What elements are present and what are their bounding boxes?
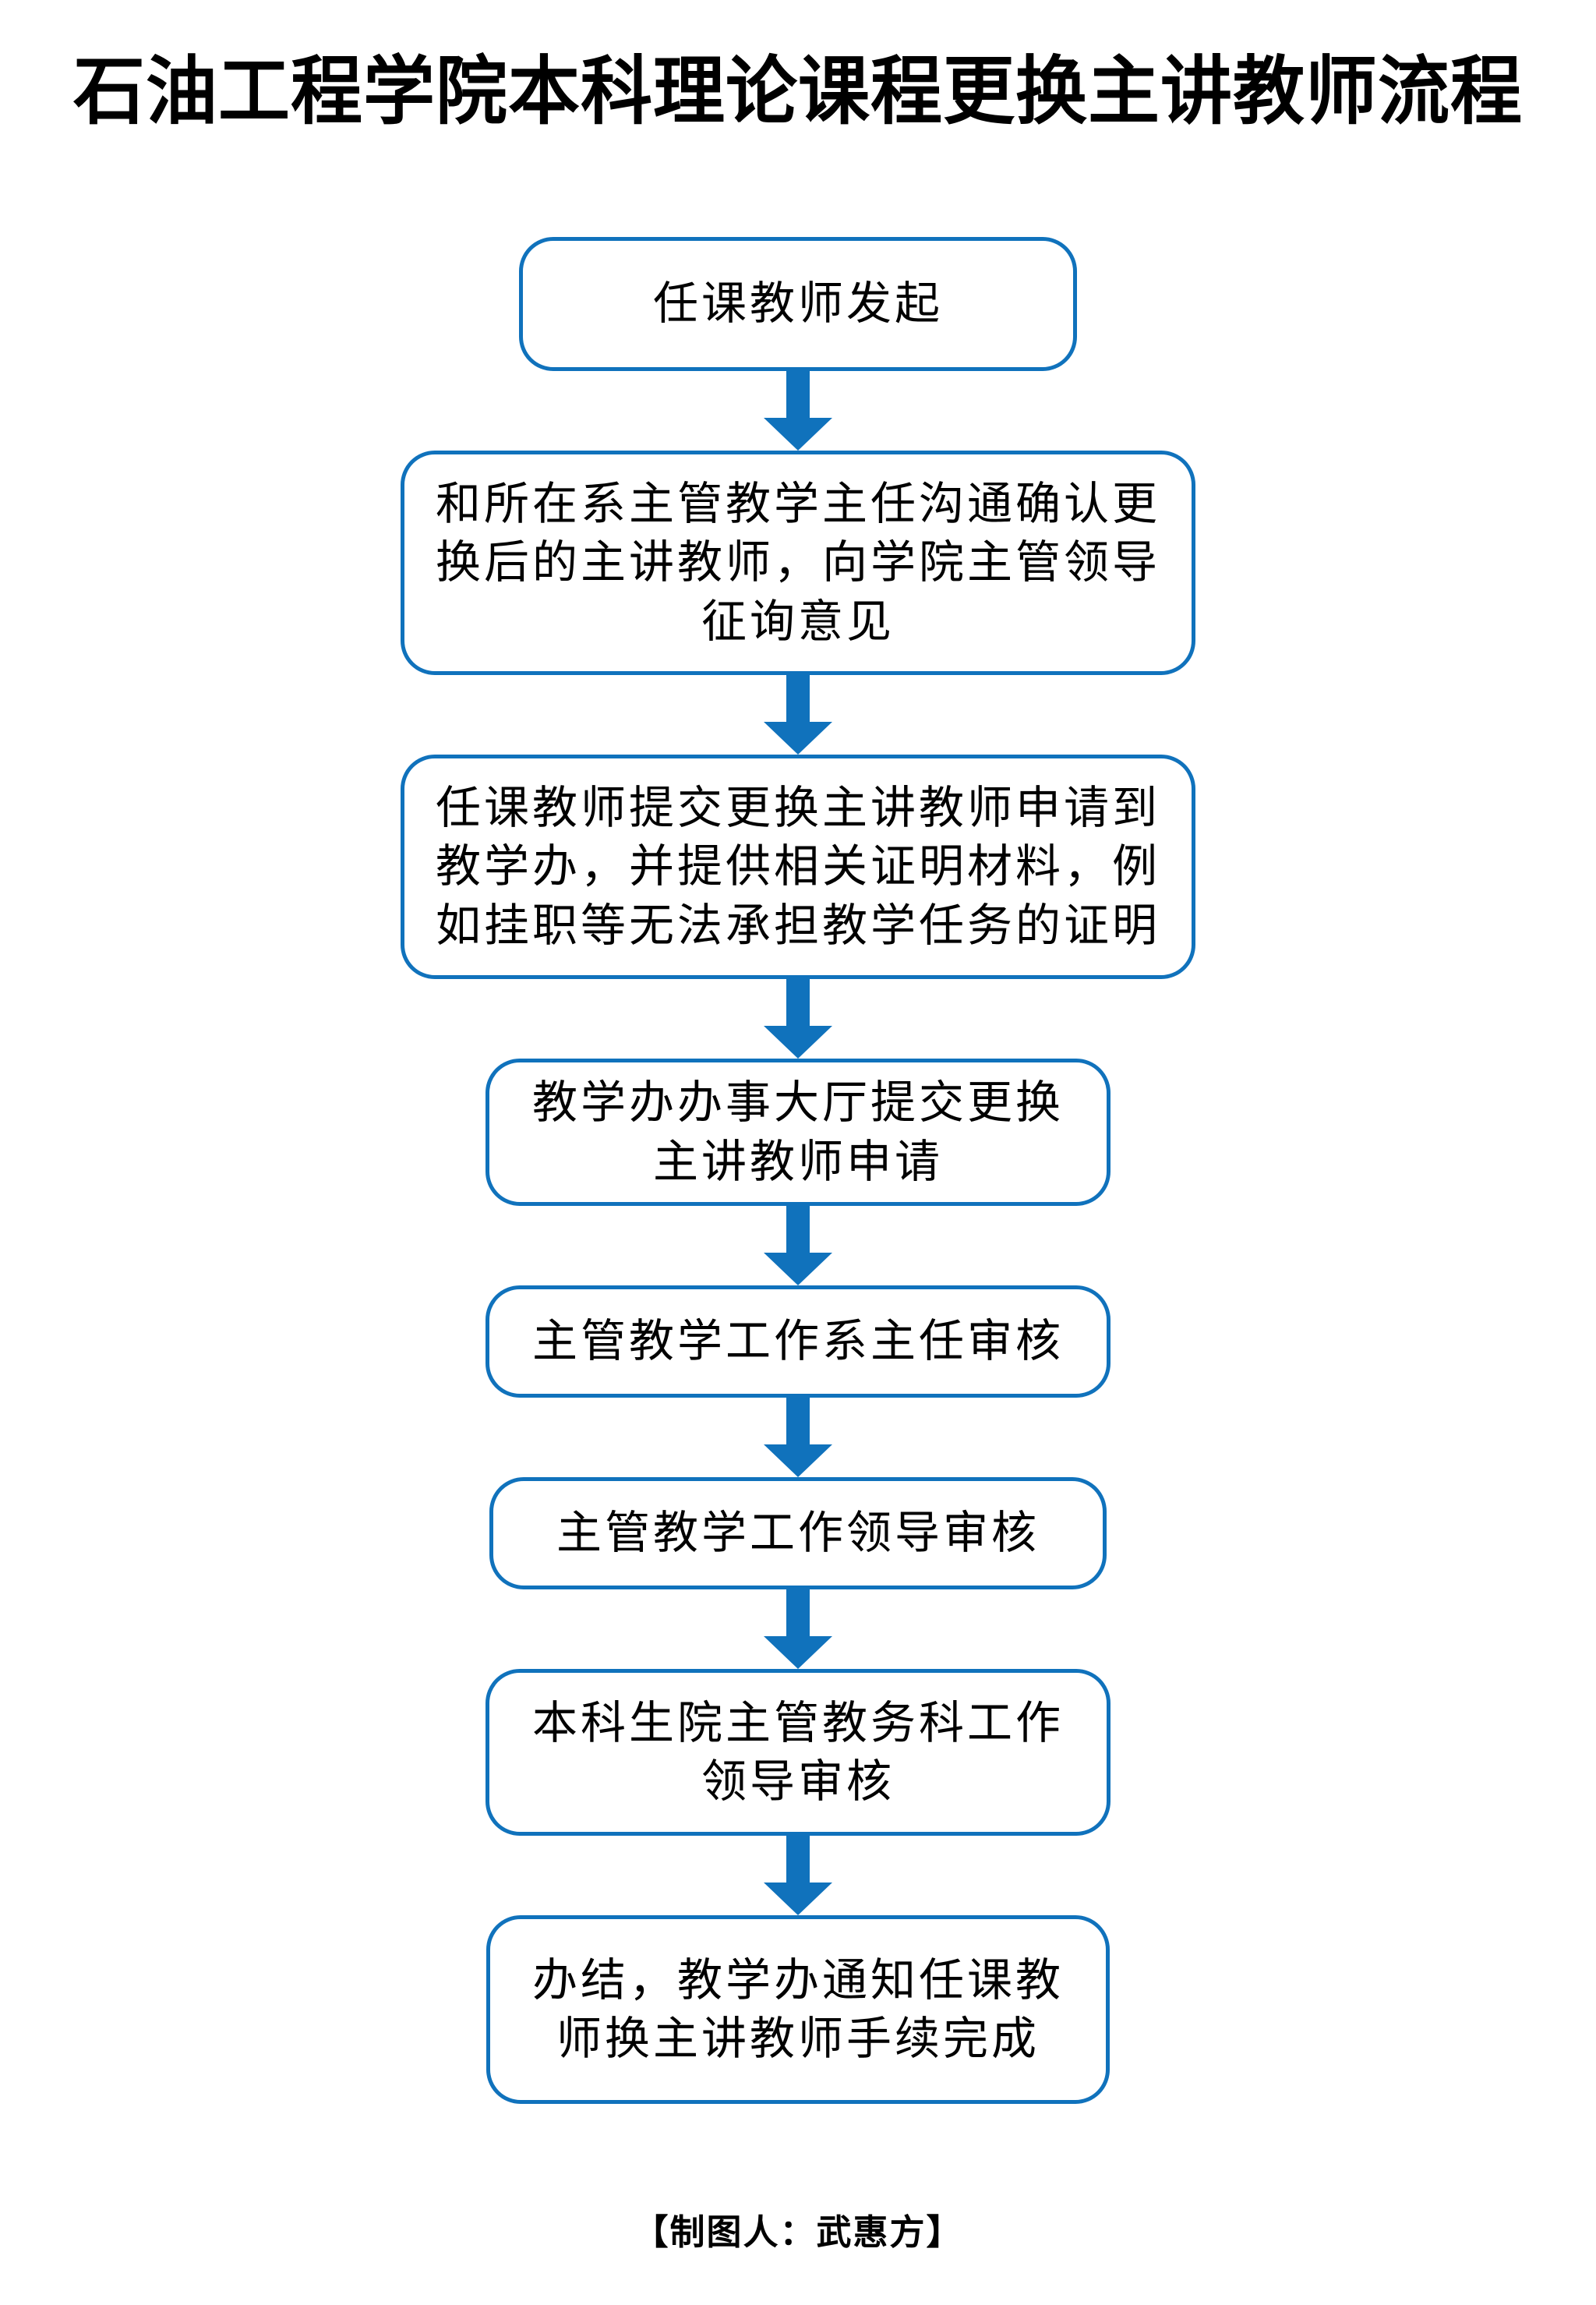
- flow-step: 办结，教学办通知任课教 师换主讲教师手续完成: [486, 1914, 1110, 2104]
- arrow-head: [764, 1252, 832, 1285]
- down-arrow-icon: [764, 1835, 832, 1915]
- arrow-stem: [786, 1835, 810, 1883]
- flow-step-label: 本科生院主管教务科工作 领导审核: [531, 1697, 1064, 1807]
- flow-step-label: 主管教学工作领导审核: [556, 1508, 1040, 1559]
- down-arrow-icon: [764, 1205, 832, 1285]
- page-title: 石油工程学院本科理论课程更换主讲教师流程: [72, 50, 1523, 134]
- down-arrow-icon: [764, 1589, 832, 1669]
- arrow-head: [764, 721, 832, 755]
- flow-step: 任课教师提交更换主讲教师申请到 教学办，并提供相关证明材料，例 如挂职等无法承担…: [401, 754, 1195, 1059]
- flow-step-box: 主管教学工作领导审核: [489, 1476, 1107, 1589]
- flow-step-box: 本科生院主管教务科工作 领导审核: [486, 1668, 1110, 1836]
- arrow-head: [764, 417, 832, 451]
- flow-step-label: 任课教师发起: [652, 278, 943, 330]
- flow-step-label: 任课教师提交更换主讲教师申请到 教学办，并提供相关证明材料，例 如挂职等无法承担…: [435, 782, 1160, 951]
- flow-step-label: 主管教学工作系主任审核: [531, 1316, 1064, 1367]
- flow-step-label: 办结，教学办通知任课教 师换主讲教师手续完成: [531, 1954, 1064, 2064]
- arrow-stem: [786, 1589, 810, 1636]
- down-arrow-icon: [764, 1397, 832, 1477]
- author-caption: 【制图人：武惠方】: [633, 2211, 963, 2252]
- arrow-stem: [786, 1205, 810, 1253]
- flow-step-label: 和所在系主管教学主任沟通确认更 换后的主讲教师，向学院主管领导 征询意见: [435, 478, 1160, 647]
- flow-step: 和所在系主管教学主任沟通确认更 换后的主讲教师，向学院主管领导 征询意见: [401, 450, 1195, 755]
- arrow-head: [764, 1444, 832, 1477]
- arrow-stem: [786, 979, 810, 1027]
- arrow-head: [764, 1026, 832, 1059]
- flow-step-label: 教学办办事大厅提交更换 主讲教师申请: [531, 1077, 1064, 1187]
- flow-step: 主管教学工作领导审核: [489, 1476, 1107, 1669]
- down-arrow-icon: [764, 979, 832, 1059]
- flow-step: 任课教师发起: [519, 236, 1077, 451]
- flow-step-box: 主管教学工作系主任审核: [486, 1285, 1110, 1398]
- arrow-stem: [786, 370, 810, 418]
- flow-step-box: 任课教师提交更换主讲教师申请到 教学办，并提供相关证明材料，例 如挂职等无法承担…: [401, 754, 1195, 980]
- flow-step: 教学办办事大厅提交更换 主讲教师申请: [486, 1059, 1110, 1285]
- flow-step-box: 任课教师发起: [519, 236, 1077, 371]
- arrow-stem: [786, 674, 810, 722]
- flow-step-box: 办结，教学办通知任课教 师换主讲教师手续完成: [486, 1914, 1110, 2104]
- flowchart: 任课教师发起 和所在系主管教学主任沟通确认更 换后的主讲教师，向学院主管领导 征…: [401, 236, 1195, 2104]
- arrow-head: [764, 1635, 832, 1669]
- flow-step: 主管教学工作系主任审核: [486, 1285, 1110, 1477]
- down-arrow-icon: [764, 370, 832, 451]
- flow-step-box: 和所在系主管教学主任沟通确认更 换后的主讲教师，向学院主管领导 征询意见: [401, 450, 1195, 675]
- arrow-head: [764, 1882, 832, 1915]
- flow-step: 本科生院主管教务科工作 领导审核: [486, 1668, 1110, 1915]
- arrow-stem: [786, 1397, 810, 1444]
- down-arrow-icon: [764, 674, 832, 755]
- flow-step-box: 教学办办事大厅提交更换 主讲教师申请: [486, 1059, 1110, 1206]
